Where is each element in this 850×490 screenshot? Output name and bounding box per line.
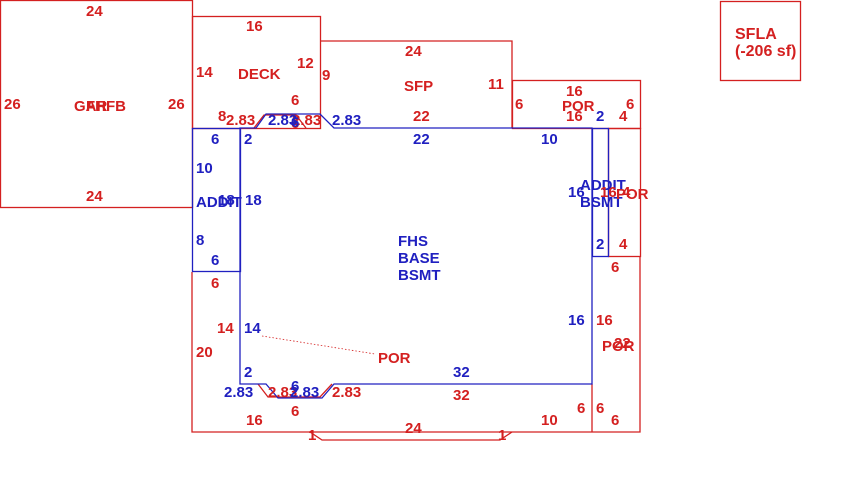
dim-bot-10: 10 [541,412,558,429]
dim-b-22: 22 [413,131,430,148]
dim-deck-left: 14 [196,64,213,81]
dim-pr-22: 22 [614,335,631,352]
dim-red-6top: 6 [291,115,300,132]
dim-b-10: 10 [541,131,558,148]
dim-pr-16: 16 [596,312,613,329]
dim-por-right: 6 [626,96,635,113]
dim-b-6bot: 6 [291,378,300,395]
addit-right-outline [591,127,610,258]
dim-b-283top: 2.83 [268,112,298,129]
dim-b-283bot2: 2.83 [290,384,320,401]
label-sfla: SFLA [735,26,777,43]
dim-por-mid-6: 6 [611,259,620,276]
label-fhfb: FHFB [86,98,126,115]
dim-add-6bot: 6 [211,252,220,269]
label-por-top-right: POR [562,98,595,115]
dim-bot-6b: 6 [596,400,605,417]
dim-sfp-top: 24 [405,43,422,60]
label-bsmt-right: BSMT [580,194,623,211]
dim-b-2top: 2 [244,131,253,148]
label-base-2: BASE [398,250,440,267]
addit-left-outline [191,127,242,273]
dim-b-2r: 2 [596,108,605,125]
dim-bot-283b: 2.83 [332,384,362,401]
dim-sfp-bottom: 22 [413,108,430,125]
label-por-bottom: POR [378,350,411,367]
dim-add-18a: 18 [218,192,235,209]
bottom-notch-red [257,383,333,398]
dim-b-6top: 6 [291,114,300,131]
dim-b-14: 14 [244,320,261,337]
dim-por-left: 6 [515,96,524,113]
dim-gar-right: 26 [168,96,185,113]
label-base-1: FHS [398,233,428,250]
dim-por-mid-4: 4 [619,236,628,253]
dim-gar-left: 26 [4,96,21,113]
dim-bot-32: 32 [453,387,470,404]
label-deck: DECK [238,66,281,83]
label-sfp: SFP [404,78,434,95]
dim-bot-1b: 1 [498,427,507,444]
dim-add-6top: 6 [211,131,220,148]
dim-deck-6: 6 [291,92,300,109]
dim-bot-6: 6 [291,403,300,420]
dim-bot-6c: 6 [611,412,620,429]
dim-bot-16: 16 [246,412,263,429]
dim-b-16top: 16 [568,184,585,201]
label-por-right-mid: POR [616,186,649,203]
base-bsmt-outline [239,113,593,399]
deck-outline [191,15,322,130]
label-addit-left: ADDIT [196,194,242,211]
dim-por-mid-4b: 4 [622,184,631,201]
dim-por-mid-16: 16 [600,184,617,201]
dim-b-32: 32 [453,364,470,381]
dim-gar-top: 24 [86,3,103,20]
dim-red-283b: 2.83 [292,112,322,129]
por-leader [261,335,376,355]
dim-por-top: 16 [566,83,583,100]
label-por-bottom-right: POR [602,338,635,355]
label-sfla-sf: (-206 sf) [735,43,797,60]
dim-add-18b: 18 [245,192,262,209]
dim-red-8: 8 [218,108,227,125]
dim-red-283a: 2.83 [226,112,256,129]
dim-bot-283a: 2.83 [268,384,298,401]
dim-add-10: 10 [196,160,213,177]
dim-deck-right: 12 [297,55,314,72]
sfla-outline [719,0,802,82]
dim-bot-24: 24 [405,420,422,437]
dim-gar-bottom: 24 [86,188,103,205]
dim-bot-1a: 1 [308,427,317,444]
dim-por-4: 4 [619,108,628,125]
dim-b-2rb: 2 [596,236,605,253]
dim-bot-6a: 6 [577,400,586,417]
dim-por-bottom: 16 [566,108,583,125]
dim-sfp-right: 11 [488,76,504,93]
dim-add-8: 8 [196,232,205,249]
dim-b-283bot: 2.83 [224,384,254,401]
bottom-bay [309,431,513,441]
dim-left-20: 20 [196,344,213,361]
left-lower-outline [191,256,641,433]
label-gar: GAR [74,98,108,115]
dim-deck-right2: 9 [322,67,331,84]
dim-deck-top: 16 [246,18,263,35]
dim-left-14: 14 [217,320,234,337]
top-notch-red [253,114,307,129]
label-base-3: BSMT [398,267,441,284]
dim-left-6: 6 [211,275,220,292]
dim-b-2bot: 2 [244,364,253,381]
dim-b-283top2: 2.83 [332,112,362,129]
label-addit-right: ADDIT [580,177,626,194]
dim-b-16r: 16 [568,312,585,329]
